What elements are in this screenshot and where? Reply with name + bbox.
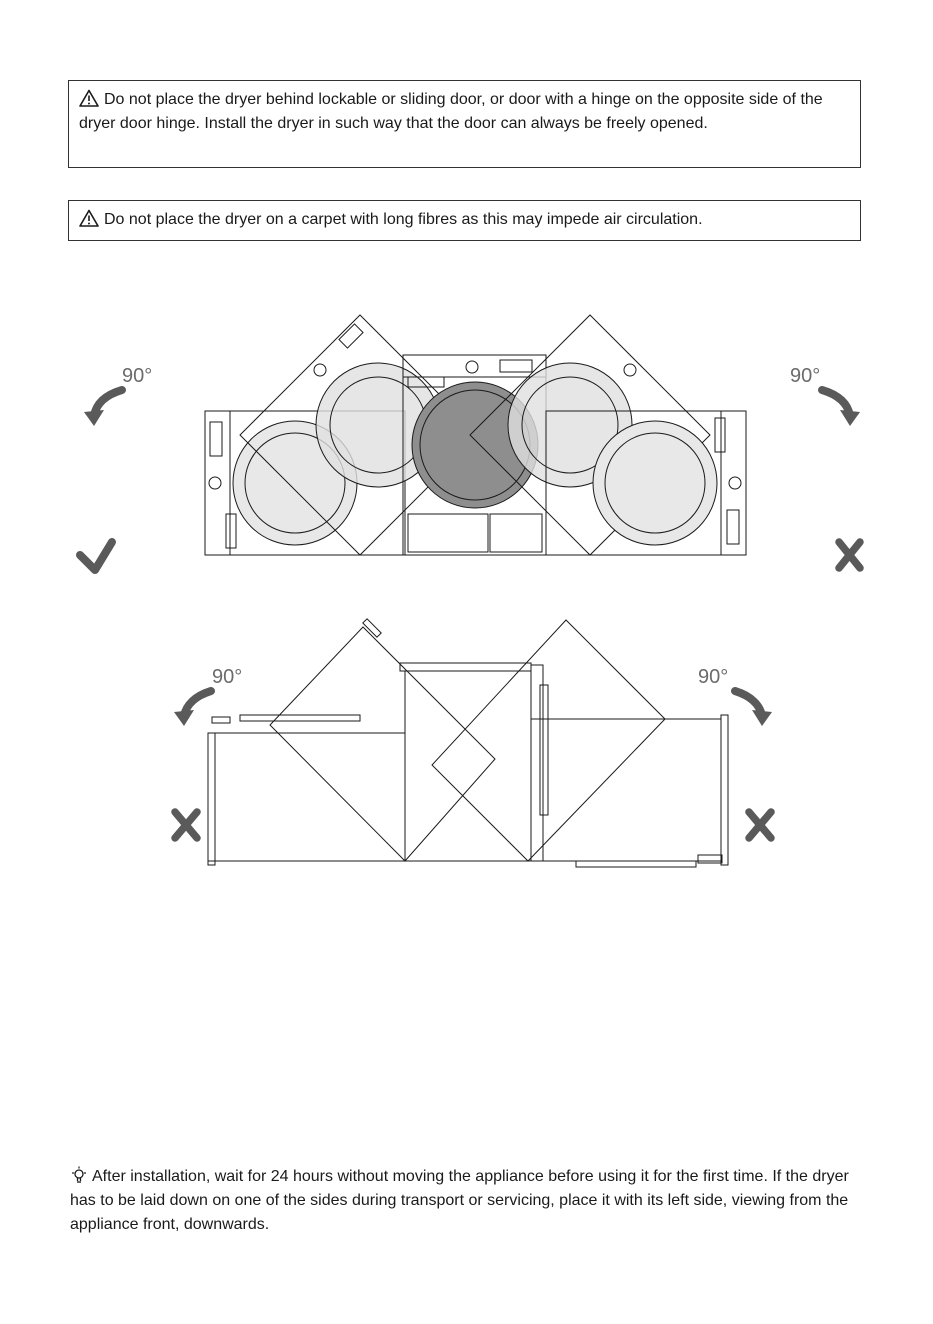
dryer-side-left-diagonal — [269, 618, 496, 862]
check-icon — [76, 538, 116, 574]
door-warning-box: Do not place the dryer behind lockable o… — [68, 80, 861, 168]
rotate-left-arrow-icon — [84, 386, 126, 426]
dryer-right-rotated — [545, 410, 747, 556]
door-warning-text: Do not place the dryer behind lockable o… — [79, 91, 823, 132]
angle-label-top-left: 90° — [122, 365, 152, 387]
tip-text: After installation, wait for 24 hours wi… — [70, 1168, 849, 1233]
dryer-side-right-diagonal — [431, 619, 666, 862]
angle-label-bottom-right: 90° — [698, 666, 728, 688]
angle-label-top-right: 90° — [790, 365, 820, 387]
carpet-warning-box: Do not place the dryer on a carpet with … — [68, 200, 861, 241]
warning-triangle-icon — [79, 89, 99, 107]
rotate-left-arrow-icon — [174, 687, 215, 726]
carpet-warning-text: Do not place the dryer on a carpet with … — [104, 211, 703, 228]
dryer-side-left-rotated — [207, 714, 406, 866]
dryer-center-upright — [402, 354, 547, 556]
cross-icon — [745, 808, 775, 842]
dryer-side-right-rotated — [530, 714, 729, 868]
angle-label-bottom-left: 90° — [212, 666, 242, 688]
front-view-rotation-diagram: 90° 90° — [76, 314, 864, 574]
installation-tip: After installation, wait for 24 hours wi… — [70, 1165, 870, 1237]
dryer-left-diagonal — [239, 314, 481, 556]
rotate-right-arrow-icon — [818, 386, 860, 426]
cross-icon — [835, 538, 864, 572]
dryer-side-center-upright — [399, 662, 544, 862]
rotate-right-arrow-icon — [731, 687, 772, 726]
cross-icon — [171, 808, 201, 842]
lightbulb-icon — [72, 1166, 86, 1183]
warning-triangle-icon — [79, 209, 99, 227]
side-view-rotation-diagram: 90° 90° — [171, 618, 775, 868]
